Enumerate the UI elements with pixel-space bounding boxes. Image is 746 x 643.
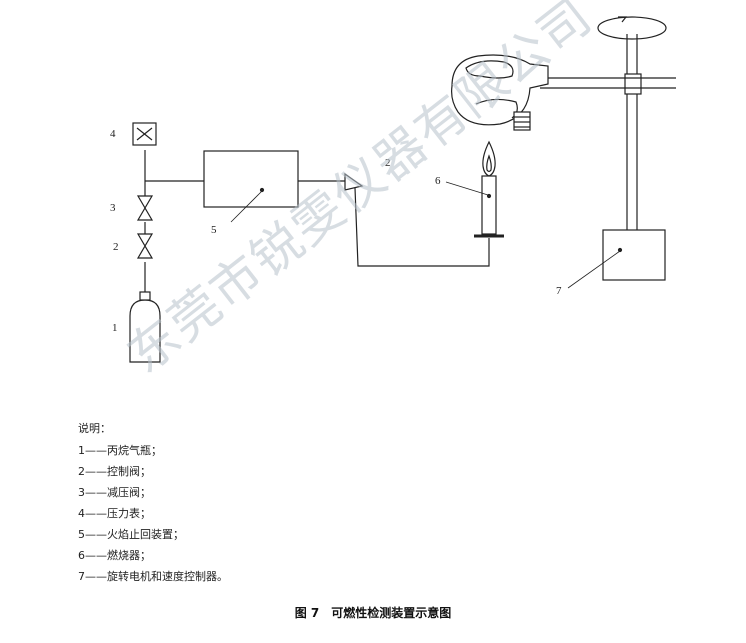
burner: [474, 175, 504, 238]
propane-cylinder: [129, 291, 161, 363]
control-valve: [136, 233, 154, 259]
legend-item: 6——燃烧器；: [78, 549, 151, 562]
label-2-nozzle: 2: [385, 157, 391, 169]
label-6: 6: [435, 175, 441, 187]
legend-title: 说明：: [78, 422, 111, 435]
nozzle: [344, 172, 364, 191]
helmet: [451, 54, 549, 131]
label-1: 1: [112, 322, 118, 334]
label-2-valve: 2: [113, 241, 119, 253]
legend-item: 5——火焰止回装置；: [78, 528, 184, 541]
reducing-valve: [136, 195, 154, 221]
legend: 说明： 1——丙烷气瓶； 2——控制阀； 3——减压阀； 4——压力表； 5——…: [78, 418, 228, 587]
label-5: 5: [211, 224, 217, 236]
label-4: 4: [110, 128, 116, 140]
pressure-gauge: [132, 122, 157, 146]
flame-arrester-box: [203, 150, 299, 208]
label-7: 7: [556, 285, 562, 297]
rotation-arrow-icon: [597, 16, 667, 40]
legend-item: 7——旋转电机和速度控制器。: [78, 570, 228, 583]
legend-item: 4——压力表；: [78, 507, 151, 520]
flame: [482, 140, 496, 177]
figure-caption: 图 7 可燃性检测装置示意图: [294, 606, 452, 620]
label-3: 3: [110, 202, 116, 214]
legend-item: 1——丙烷气瓶；: [78, 444, 162, 457]
motor-stand: [540, 34, 676, 281]
legend-item: 3——减压阀；: [78, 486, 151, 499]
legend-item: 2——控制阀；: [78, 465, 151, 478]
